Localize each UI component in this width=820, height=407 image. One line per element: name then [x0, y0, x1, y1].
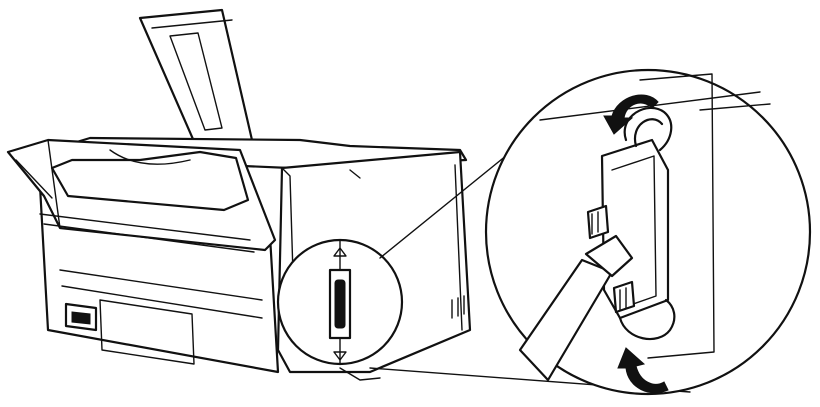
- paper-support: [138, 8, 254, 148]
- connector-detail-view: [484, 68, 812, 396]
- port-callout: [276, 238, 404, 366]
- parallel-port: [334, 279, 346, 329]
- thumbscrew-upper: [586, 204, 610, 240]
- output-tray: [6, 138, 277, 253]
- cable-connector: [600, 138, 670, 320]
- power-inlet: [64, 302, 98, 332]
- printer: [6, 8, 472, 381]
- clip-rotate-arrow-icon: [603, 94, 659, 135]
- clip-rotate-arrow-icon: [617, 347, 669, 394]
- thumbscrew-lower: [612, 280, 636, 314]
- wire-clip-lower: [618, 298, 676, 340]
